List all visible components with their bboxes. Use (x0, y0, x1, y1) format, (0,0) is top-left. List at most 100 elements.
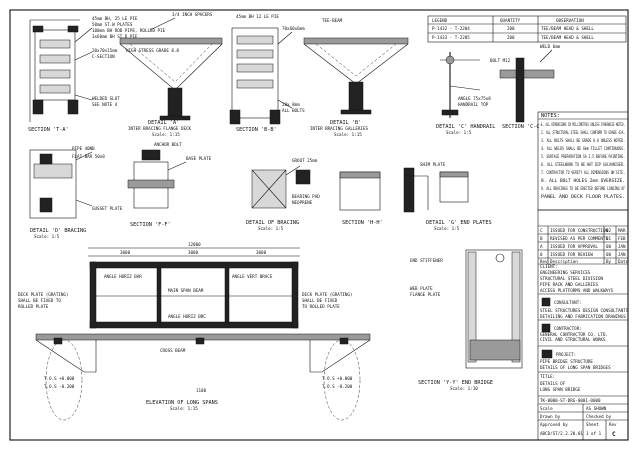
callout: TEE-BEAM (322, 18, 343, 23)
tb-text: PIPE BRIDGE STRUCTURE (540, 359, 593, 364)
callout: NEOPRENE (292, 200, 313, 205)
callout: 3x60mm BH ST.D PIE (92, 34, 138, 39)
legend-cell: 200 (507, 26, 515, 31)
elevation-dim: 1100 (196, 388, 207, 393)
revision-header: Description (550, 259, 578, 264)
elevation-note: SHALL BE FIXED (302, 298, 338, 303)
drawing-number: TK-0000-ST-DRG-0001-0000 (540, 398, 601, 403)
note-line: 5. SURFACE PREPARATION SA 2.5 BEFORE PAI… (541, 154, 625, 159)
revision-cell: 02 (606, 228, 612, 233)
revision-cell: 01 (606, 236, 612, 241)
section-b-b-view: 45mm BH 12 LE PIE 70x60x6mm 20x 8mm ALL … (229, 14, 305, 133)
revision-cell: ISSUED FOR APPROVAL (550, 244, 598, 249)
revision-cell: REVISED AS PER COMMENTS (550, 236, 608, 241)
view-title: DETAIL 'A' (148, 120, 179, 126)
tb-text: GENERAL CONTRACTOR CO. LTD. (540, 332, 608, 337)
legend-cell: TEE/BEAM HEAD & SHELL (541, 26, 594, 31)
legend-cell: TEE/BEAM HEAD & SHELL (541, 35, 594, 40)
callout: ALL BOLTS (282, 108, 305, 113)
tb-text: ACCESS PLATFORMS AND WALKWAYS (540, 288, 614, 293)
elevation-note: ROLLED PLATE (18, 304, 49, 309)
legend-table: LEGEND QUANTITY OBSERVATION P-1432 - T-2… (427, 15, 627, 43)
callout: WELD 6mm (540, 44, 561, 49)
view-title: DETAIL 'B' (330, 120, 361, 126)
callout: FLAT BAR 50x8 (72, 154, 105, 159)
view-subtitle: INTER BRACING FLANGE DECK (128, 126, 192, 131)
elevation-level: T.O.S +0.000 (322, 376, 353, 381)
view-title: DETAIL 'G' END PLATES (426, 220, 492, 226)
elevation-note: DECK PLATE (GRATING) (18, 292, 68, 297)
revision-cell: C (540, 228, 543, 233)
view-scale: Scale: 1:5 (258, 226, 284, 231)
tb-text: DETAILS OF LONG SPAN BRIDGES (540, 365, 611, 370)
view-scale: Scale: 1:10 (450, 386, 478, 391)
detail-g-view: SHIM PLATE SECTION 'H-H' DETAIL 'G' END … (339, 162, 492, 231)
tb-text: DETAILING AND FABRICATION DRAWINGS (540, 314, 626, 319)
detail-e-view: GROUT 25mm BEARING PAD NEOPRENE DETAIL O… (246, 158, 320, 231)
view-title: SECTION 'T-A' (28, 127, 69, 133)
view-title: SECTION 'Y-Y' END BRIDGE (418, 380, 493, 386)
note-line: 1. ALL DIMENSIONS IN MILLIMETRES UNLESS … (541, 122, 625, 127)
callout: GUSSET PLATE (92, 206, 123, 211)
notes-title: NOTES: (541, 113, 560, 119)
view-scale: Scale: 1:5 (446, 130, 472, 135)
legend-header-3: OBSERVATION (556, 18, 584, 23)
tb-label: Approved by (540, 422, 568, 427)
elevation-dim: 3000 (256, 250, 267, 255)
callout: HIGH STRESS GRADE 8.8 (126, 48, 179, 53)
callout: 20x70x15mm (92, 48, 118, 53)
view-subtitle: INTER BRACING GALLERIES (310, 126, 368, 131)
detail-d-view: BOLT M12 WELD 6mm SECTION 'C-C' (490, 44, 561, 130)
elevation-level: T.O.S -0.200 (322, 384, 353, 389)
view-scale: Scale: 1:15 (334, 132, 362, 137)
detail-a-view: 3/4 INCH SPACERS HIGH STRESS GRADE 8.8 D… (119, 12, 223, 137)
view-title: DETAIL 'D' BRACING (30, 228, 86, 234)
detail-left-mid-view: PIPE 40NB FLAT BAR 50x8 GUSSET PLATE DET… (29, 146, 123, 239)
title-block: CLIENT: ENGINEERING SERVICES STRUCTURAL … (537, 209, 629, 441)
elevation-note: DECK PLATE (GRATING) (302, 292, 352, 297)
note-line: PANEL AND DECK FLOOR PLATES. (541, 194, 625, 199)
revision-cell: MAR (618, 228, 626, 233)
elevation-label: ANGLE VERT BRACE (232, 274, 273, 279)
tb-label: Sheet (586, 422, 599, 427)
legend-cell: 200 (507, 35, 515, 40)
tb-label: CONSULTANT: (554, 300, 582, 305)
tb-label: Scale (540, 406, 553, 411)
tb-label: Rev (609, 422, 617, 427)
callout: END STIFFENER (410, 258, 443, 263)
legend-cell: P-1432 - T-2204 (432, 26, 470, 31)
elevation-dim: 3000 (120, 250, 131, 255)
elevation-dim: 12000 (188, 242, 201, 247)
note-line: 2. ALL STRUCTURAL STEEL SHALL CONFORM TO… (541, 130, 625, 135)
revision-cell: ISSUED FOR REVIEW (550, 252, 593, 257)
revision-cell: B (540, 236, 543, 241)
callout: 45mm BH, 25 LE PIE (92, 16, 138, 21)
elevation-note: TO ROLLED PLATE (302, 304, 340, 309)
file-number: ABCD/ST/2.2.20.01 (540, 431, 583, 436)
elevation-label: MAIN SPAN BEAM (168, 288, 204, 293)
view-title: SECTION 'H-H' (342, 220, 383, 226)
callout: 50mm ST.W PLATES (92, 22, 133, 27)
note-line: 9. ALL BRACINGS TO BE ERECTED BEFORE LOA… (541, 186, 625, 191)
callout: WELDED SLOT (92, 96, 120, 101)
revision-cell: 00 (606, 252, 612, 257)
view-title: DETAIL OF BRACING (246, 220, 299, 226)
note-line: 3. ALL BOLTS SHALL BE GRADE 8.8 UNLESS N… (541, 138, 625, 143)
tb-label: CONTRACTOR: (554, 326, 582, 331)
callout: GROUT 25mm (292, 158, 318, 163)
callout: 100mm BH ROD PIPE, ROLLED PIE (92, 28, 166, 33)
revision-header: By (606, 259, 612, 264)
elevation-dim: 3000 (188, 250, 199, 255)
callout: 70x60x6mm (282, 26, 305, 31)
tb-text: LONG SPAN BRIDGE (540, 387, 581, 392)
callout: ANGLE 75x75x8 (458, 96, 491, 101)
note-line: 7. CONTRACTOR TO VERIFY ALL DIMENSIONS O… (541, 170, 625, 175)
view-title: SECTION 'B-B' (236, 127, 277, 133)
revision-header: Rev (540, 259, 548, 264)
note-line: 4. ALL WELDS SHALL BE 6mm FILLET CONTINU… (541, 146, 625, 151)
elevation-label: CROSS BEAM (160, 348, 186, 353)
elevation-label: ANGLE HORIZ BRC (168, 314, 206, 319)
revision-cell: 0 (540, 252, 543, 257)
